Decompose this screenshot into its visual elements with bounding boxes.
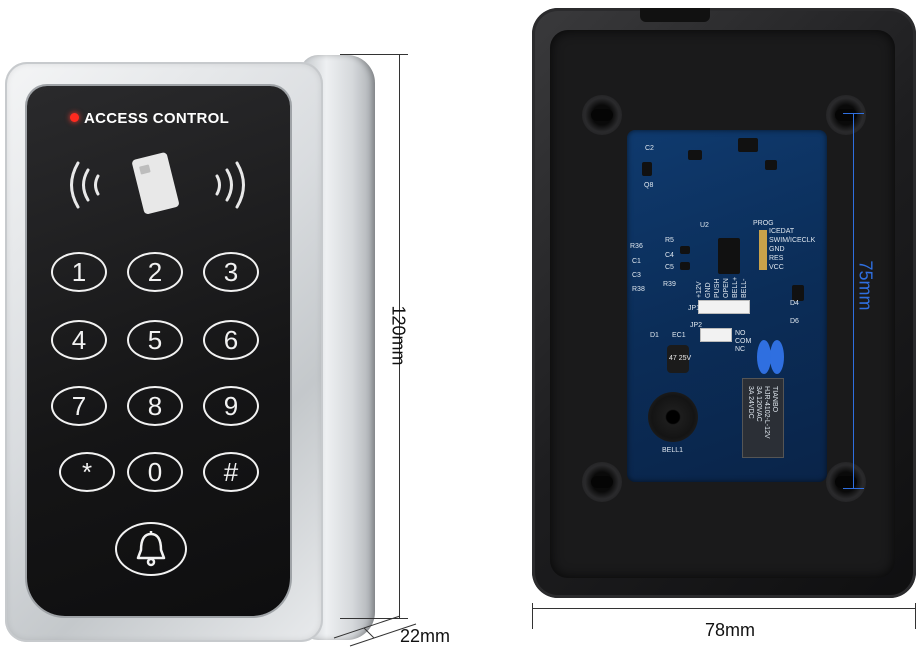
c3-label: C3 (632, 272, 641, 279)
blue-coil (770, 340, 784, 374)
prog-header-label: PROG (753, 220, 774, 227)
c2-label: C2 (645, 145, 654, 152)
height-dimension-bottom-tick (340, 618, 408, 619)
depth-label: 22mm (400, 626, 451, 646)
prog-pin-5: VCC (769, 264, 784, 271)
prog-header (759, 230, 767, 270)
height-dimension-top-tick (340, 54, 408, 55)
r36-label: R36 (630, 243, 643, 250)
relay-pin-nc: NC (735, 346, 746, 353)
smd-component (680, 246, 690, 254)
key-star[interactable]: * (59, 452, 115, 492)
key-8[interactable]: 8 (127, 386, 183, 426)
rfid-card-icon (70, 152, 245, 214)
relay-pin-no: NO (735, 330, 746, 337)
r39-label: R39 (663, 281, 676, 288)
terminal-labels: +12V GND PUSH OPEN BELL+ BELL- (696, 276, 748, 298)
d6-label: D6 (790, 318, 799, 325)
r5-label: R5 (665, 237, 674, 244)
width-dimension-left-tick (532, 603, 533, 629)
screw-span-bottom-tick (843, 488, 864, 489)
key-2[interactable]: 2 (127, 252, 183, 292)
c4-label: C4 (665, 252, 674, 259)
d4-label: D4 (790, 300, 799, 307)
jp2-label: JP2 (690, 322, 703, 329)
key-9[interactable]: 9 (203, 386, 259, 426)
doorbell-button[interactable] (115, 522, 187, 576)
prog-pin-2: SWIM/ICECLK (769, 237, 816, 244)
relay-model: HJR-4102-L-12V (763, 386, 770, 439)
jp1-label: JP1 (688, 305, 701, 312)
width-label: 78mm (705, 620, 756, 640)
bell-icon (136, 531, 166, 567)
smd-component (642, 162, 652, 176)
relay-pin-com: COM (735, 338, 752, 345)
r38-label: R38 (632, 286, 645, 293)
q8-label: Q8 (644, 182, 654, 189)
electrolytic-capacitor (667, 345, 689, 373)
prog-pin-3: GND (769, 246, 785, 253)
key-6[interactable]: 6 (203, 320, 259, 360)
top-notch (640, 8, 710, 22)
screw-slot (835, 476, 857, 488)
cap-label: 47 25V (669, 355, 692, 362)
relay-brand: TIANBO (771, 386, 778, 413)
c5-label: C5 (665, 264, 674, 271)
key-1[interactable]: 1 (51, 252, 107, 292)
relay-terminal-connector (700, 328, 732, 342)
height-label: 120mm (388, 305, 409, 366)
status-led (70, 113, 79, 122)
buzzer (648, 392, 698, 442)
key-4[interactable]: 4 (51, 320, 107, 360)
key-hash[interactable]: # (203, 452, 259, 492)
depth-dimension-lines (333, 615, 417, 647)
u2-label: U2 (700, 222, 709, 229)
key-7[interactable]: 7 (51, 386, 107, 426)
ec1-label: EC1 (672, 332, 686, 339)
height-dimension-line (399, 54, 400, 619)
ic-chip (718, 238, 740, 274)
smd-component (738, 138, 758, 152)
width-dimension-line (532, 608, 916, 609)
main-terminal-connector (698, 300, 750, 314)
screw-slot (835, 109, 857, 121)
smd-component (765, 160, 777, 170)
screw-span-dimension-line (853, 113, 854, 488)
relay: TIANBO HJR-4102-L-12V 3A 120VAC 3A 24VDC (742, 378, 784, 458)
prog-pin-4: RES (769, 255, 784, 262)
screw-span-label: 75mm (855, 260, 876, 311)
smd-component (688, 150, 702, 160)
width-dimension-right-tick (915, 603, 916, 629)
key-3[interactable]: 3 (203, 252, 259, 292)
brand-label: ACCESS CONTROL (84, 110, 230, 127)
buzzer-label: BELL1 (662, 447, 684, 454)
prog-pin-1: ICEDAT (769, 228, 795, 235)
screw-span-top-tick (843, 113, 864, 114)
smd-component (680, 262, 690, 270)
relay-rating-2: 3A 24VDC (747, 386, 754, 419)
d1-label: D1 (650, 332, 659, 339)
relay-rating-1: 3A 120VAC (755, 386, 762, 422)
screw-slot (591, 109, 613, 121)
smd-component (792, 285, 804, 301)
screw-slot (591, 476, 613, 488)
c1-label: C1 (632, 258, 641, 265)
key-0[interactable]: 0 (127, 452, 183, 492)
key-5[interactable]: 5 (127, 320, 183, 360)
blue-coil (757, 340, 771, 374)
